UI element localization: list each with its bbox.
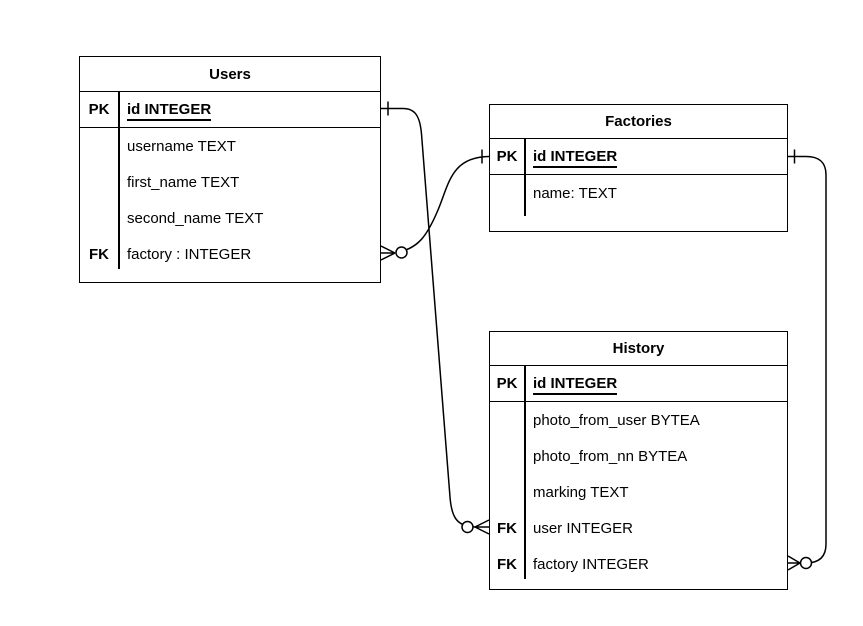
- pk-badge: PK: [496, 375, 518, 392]
- fk-badge: FK: [89, 245, 109, 263]
- column-label: user INTEGER: [533, 519, 634, 537]
- entity-table-users: Users PK id INTEGER username TEXT first_…: [79, 56, 381, 283]
- column-label: factory : INTEGER: [127, 245, 252, 263]
- cardinality-zero-marker: [461, 520, 474, 534]
- entity-table-factories: Factories PK id INTEGER name: TEXT: [489, 104, 788, 232]
- column-label: second_name TEXT: [127, 209, 264, 227]
- history-row-photo-from-user: photo_from_user BYTEA: [490, 402, 787, 438]
- crows-foot-marker: [474, 519, 490, 535]
- table-title: Factories: [490, 105, 787, 139]
- users-row-first-name: first_name TEXT: [80, 164, 380, 200]
- key-column-divider: [524, 366, 526, 579]
- column-label: username TEXT: [127, 137, 236, 155]
- cardinality-zero-marker: [395, 246, 408, 259]
- table-title: History: [490, 332, 787, 366]
- history-row-marking: marking TEXT: [490, 474, 787, 510]
- cardinality-zero-marker: [799, 556, 813, 570]
- column-label: factory INTEGER: [533, 555, 649, 573]
- table-title: Users: [80, 57, 380, 92]
- users-row-second-name: second_name TEXT: [80, 200, 380, 236]
- column-label: name: TEXT: [533, 184, 617, 202]
- factories-row-name: name: TEXT: [490, 175, 787, 211]
- factories-row-id: PK id INTEGER: [490, 139, 787, 175]
- relationship-users-history: [381, 101, 490, 535]
- relationship-factories-users: [380, 149, 490, 261]
- column-label: id INTEGER: [524, 148, 618, 168]
- pk-badge: PK: [88, 101, 110, 118]
- column-label: id INTEGER: [118, 101, 212, 121]
- column-label: marking TEXT: [533, 483, 629, 501]
- crows-foot-marker: [787, 555, 801, 571]
- column-label: id INTEGER: [524, 375, 618, 395]
- history-row-user: FK user INTEGER: [490, 510, 787, 546]
- crows-foot-marker: [380, 245, 396, 261]
- column-label: photo_from_nn BYTEA: [533, 447, 688, 465]
- column-label: first_name TEXT: [127, 173, 240, 191]
- key-column-divider: [118, 92, 120, 269]
- fk-badge: FK: [497, 519, 517, 537]
- key-column-divider: [524, 139, 526, 216]
- users-row-id: PK id INTEGER: [80, 92, 380, 128]
- entity-table-history: History PK id INTEGER photo_from_user BY…: [489, 331, 788, 590]
- history-row-factory: FK factory INTEGER: [490, 546, 787, 582]
- history-row-id: PK id INTEGER: [490, 366, 787, 402]
- users-row-factory: FK factory : INTEGER: [80, 236, 380, 272]
- column-label: photo_from_user BYTEA: [533, 411, 700, 429]
- history-row-photo-from-nn: photo_from_nn BYTEA: [490, 438, 787, 474]
- relationship-factories-history: [787, 149, 827, 571]
- users-row-username: username TEXT: [80, 128, 380, 164]
- fk-badge: FK: [497, 555, 517, 573]
- pk-badge: PK: [496, 148, 518, 165]
